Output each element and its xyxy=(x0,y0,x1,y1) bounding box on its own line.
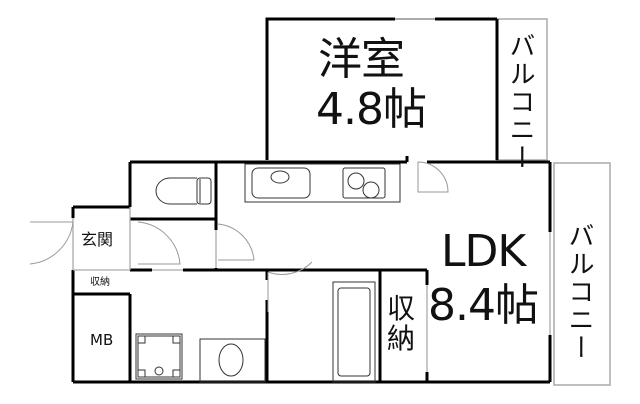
washbasin xyxy=(199,338,266,383)
western-room-name: 洋室 xyxy=(318,34,405,85)
balcony-right-outline xyxy=(553,162,611,386)
bathtub xyxy=(332,281,376,383)
ldk-name: LDK xyxy=(441,226,526,277)
ldk-size: 8.4帖 xyxy=(428,280,539,331)
toilet-fixture xyxy=(155,177,212,205)
mb-label: MB xyxy=(90,331,114,349)
kitchen-counter xyxy=(244,163,401,203)
washing-machine-pan xyxy=(135,333,183,380)
western-room-size: 4.8帖 xyxy=(316,84,427,135)
entrance-storage-label: 収納 xyxy=(90,277,110,288)
western-room-walls xyxy=(265,17,499,160)
balcony-right-label: バルコニー xyxy=(564,222,594,362)
balcony-top-label: バルコニー xyxy=(505,32,535,172)
storage-label: 収納 xyxy=(387,292,416,355)
outer-walls xyxy=(71,156,552,384)
entrance-label: 玄関 xyxy=(81,230,114,249)
